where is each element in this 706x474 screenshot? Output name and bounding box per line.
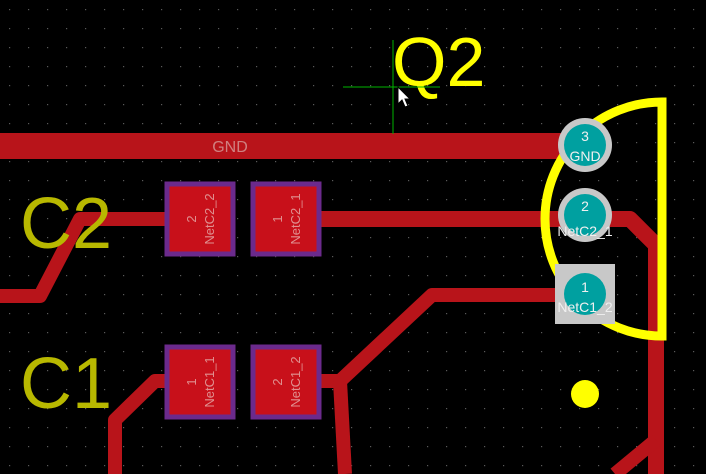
trace-netc2-2[interactable] bbox=[0, 212, 200, 303]
c1-footprint[interactable] bbox=[164, 344, 322, 420]
c1-pad-1-number: 1 bbox=[184, 378, 199, 385]
c1-pad-2-net: NetC1_2 bbox=[288, 356, 303, 407]
q2-pad-3-hole bbox=[564, 124, 606, 166]
c1-designator[interactable]: C1 bbox=[20, 344, 112, 424]
mouse-pointer-icon bbox=[397, 85, 412, 108]
trace-netc2-1[interactable] bbox=[275, 211, 664, 474]
q2-footprint[interactable] bbox=[555, 118, 615, 324]
q2-pad-3-number: 3 bbox=[581, 128, 589, 144]
q2-pad-2-number: 2 bbox=[581, 198, 589, 214]
c2-pad-1-number: 1 bbox=[270, 215, 285, 222]
c1-pad-1-net: NetC1_1 bbox=[202, 356, 217, 407]
gnd-net-label: GND bbox=[212, 139, 248, 156]
pin1-marker-dot bbox=[571, 380, 599, 408]
q2-silkscreen-outline bbox=[540, 97, 667, 341]
q2-pad-1-net: NetC1_2 bbox=[557, 299, 612, 315]
q2-pad-3-net: GND bbox=[569, 148, 600, 164]
c2-pad-2[interactable] bbox=[164, 181, 236, 257]
q2-pad-1-number: 1 bbox=[581, 279, 589, 295]
c1-pad-2[interactable] bbox=[250, 344, 322, 420]
q2-pad-2-net: NetC2_1 bbox=[557, 223, 612, 239]
c2-footprint[interactable] bbox=[164, 181, 322, 257]
c2-pad-2-number: 2 bbox=[184, 215, 199, 222]
c2-pad-1[interactable] bbox=[250, 181, 322, 257]
c2-pad-2-net: NetC2_2 bbox=[202, 193, 217, 244]
trace-right-bottom[interactable] bbox=[610, 434, 661, 474]
cursor-crosshair bbox=[343, 40, 440, 134]
trace-netc1-2-down[interactable] bbox=[333, 380, 352, 474]
q2-pad-2-hole bbox=[564, 194, 606, 236]
c1-pad-1[interactable] bbox=[164, 344, 236, 420]
c2-designator[interactable]: C2 bbox=[20, 184, 112, 264]
c2-pad-1-net: NetC2_1 bbox=[288, 193, 303, 244]
c1-pad-2-number: 2 bbox=[270, 378, 285, 385]
q2-pad-1-hole bbox=[564, 273, 606, 315]
q2-designator[interactable]: Q2 bbox=[392, 23, 485, 101]
